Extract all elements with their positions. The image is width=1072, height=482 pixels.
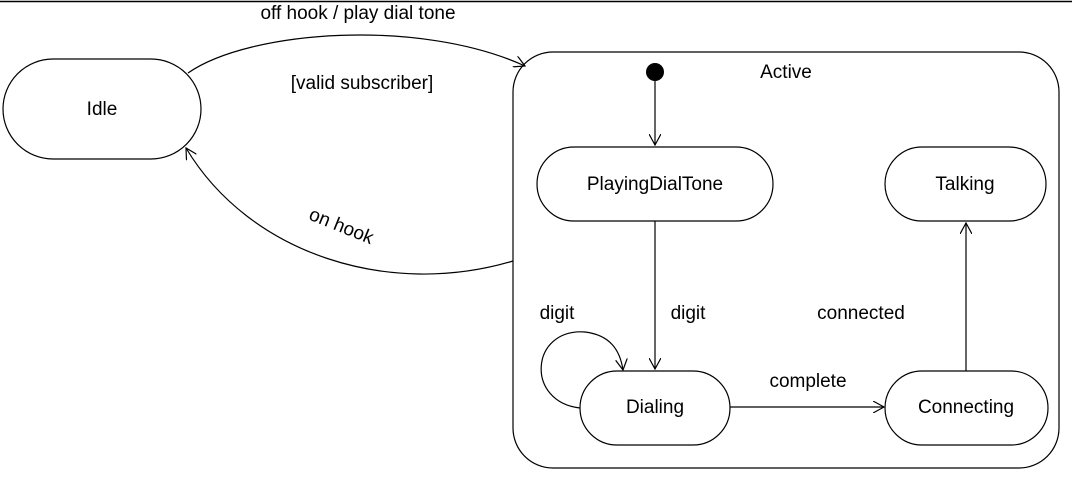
transition-connected-label: connected (817, 303, 905, 324)
state-talking[interactable]: Talking (884, 146, 1047, 222)
state-talking-label: Talking (935, 174, 994, 195)
transition-off-hook-arrow[interactable] (187, 34, 525, 74)
state-playing-dial-tone-label: PlayingDialTone (587, 174, 723, 195)
transition-off-hook-label: off hook / play dial tone (260, 3, 455, 24)
state-connecting[interactable]: Connecting (884, 370, 1049, 446)
state-active-label: Active (760, 62, 812, 83)
transition-valid-subscriber-label: [valid subscriber] (291, 73, 434, 94)
transition-digit-label: digit (671, 303, 707, 324)
initial-state-dot (646, 63, 664, 81)
state-dialing[interactable]: Dialing (579, 370, 731, 446)
transition-digit-self-label: digit (540, 303, 576, 324)
transition-digit-self-loop-arrow[interactable] (540, 331, 623, 409)
state-playing-dial-tone[interactable]: PlayingDialTone (536, 146, 774, 222)
transition-complete-label: complete (769, 371, 846, 392)
transition-on-hook-label: on hook (306, 204, 377, 249)
state-dialing-label: Dialing (626, 397, 684, 418)
state-idle-box (2, 58, 202, 160)
state-idle-label: Idle (87, 99, 118, 120)
transition-on-hook-arrow[interactable] (186, 148, 514, 275)
state-talking-box (884, 146, 1047, 222)
state-idle[interactable]: Idle (2, 58, 202, 160)
state-connecting-label: Connecting (918, 397, 1014, 418)
